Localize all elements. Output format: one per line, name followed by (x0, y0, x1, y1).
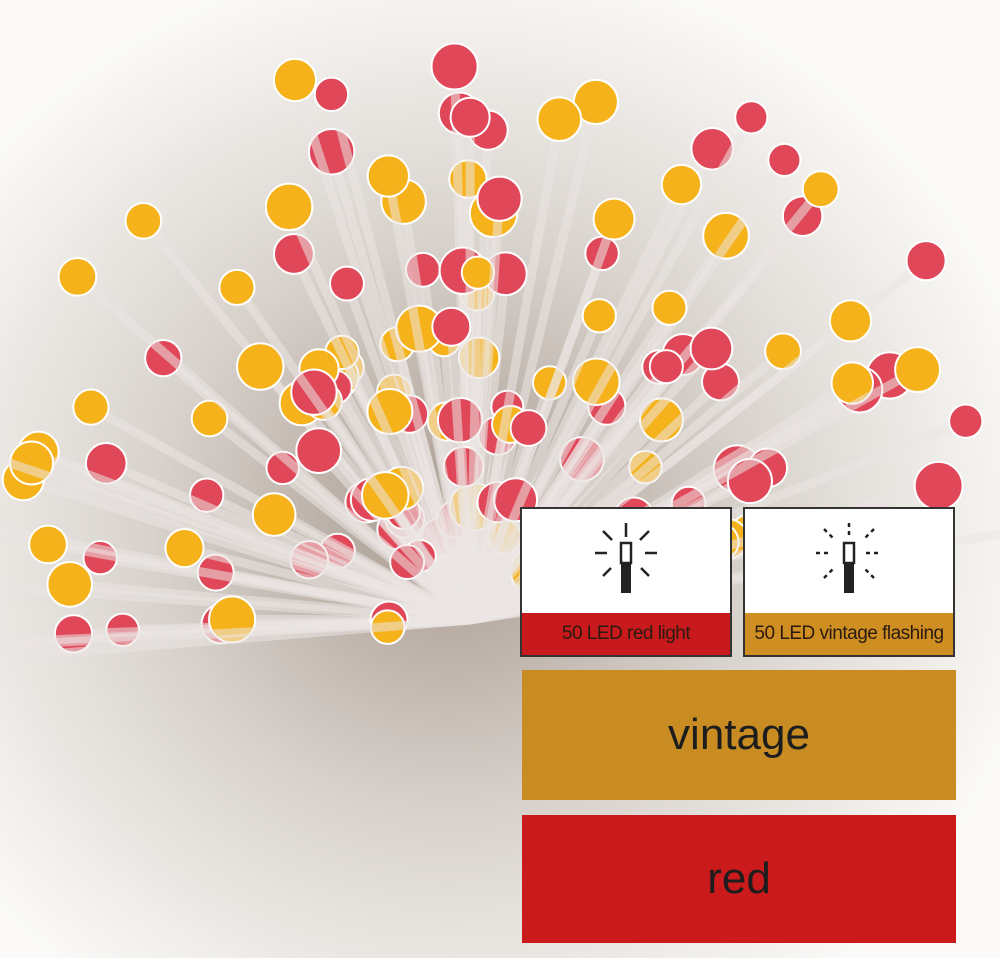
flashing-light-icon (816, 523, 882, 593)
wire (465, 313, 604, 622)
led-bulb (449, 96, 491, 138)
led-bulb (894, 346, 942, 394)
wire (465, 118, 564, 621)
led-bulb (767, 142, 802, 178)
led-bulb (164, 527, 205, 569)
wire (284, 205, 475, 622)
wire (74, 273, 473, 624)
vintage-color-band: vintage (522, 670, 956, 800)
led-bulb (236, 342, 285, 391)
led-bulb (509, 409, 548, 448)
led-bulb (801, 170, 840, 209)
led-bulb (651, 289, 688, 326)
led-bulb (72, 388, 110, 426)
led-bulb (476, 175, 523, 222)
vintage-flashing-label: 50 LED vintage flashing (745, 613, 953, 655)
wire (446, 326, 475, 621)
led-bulb (264, 182, 314, 232)
red-color-band: red (522, 815, 956, 943)
red-light-label: 50 LED red light (522, 613, 730, 655)
wire (465, 198, 505, 621)
led-bulb (592, 197, 636, 241)
wire (272, 510, 473, 624)
led-bulb (648, 349, 684, 385)
led-bulb (536, 96, 583, 142)
led-bulb (57, 256, 98, 297)
vintage-flashing-mode-card: 50 LED vintage flashing (743, 507, 955, 657)
led-bulb (734, 100, 769, 135)
led-bulb (124, 201, 163, 240)
led-bulb (28, 524, 68, 565)
led-bulb (328, 265, 365, 302)
led-bulb (905, 240, 947, 282)
led-bulb (430, 42, 479, 91)
led-bulb (313, 76, 350, 113)
wire (233, 284, 474, 623)
led-bulb (660, 163, 703, 206)
wire (0, 615, 471, 663)
led-bulb (581, 298, 617, 334)
led-bulb (46, 561, 94, 608)
led-bulb (948, 403, 984, 439)
led-bulb (689, 326, 734, 371)
red-light-mode-card: 50 LED red light (520, 507, 732, 657)
wire (466, 115, 756, 623)
led-bulb (295, 427, 343, 475)
led-bulb (251, 492, 297, 537)
led-bulb (828, 299, 873, 343)
led-bulb (431, 306, 472, 347)
led-bulb (190, 399, 229, 438)
wire (466, 363, 670, 623)
led-bulb (218, 268, 256, 307)
steady-light-icon (595, 523, 657, 593)
wire (383, 175, 475, 621)
led-bulb (913, 460, 964, 511)
led-bulb (366, 154, 411, 198)
led-bulb (272, 57, 318, 103)
wire (327, 93, 475, 622)
wire (0, 454, 472, 625)
